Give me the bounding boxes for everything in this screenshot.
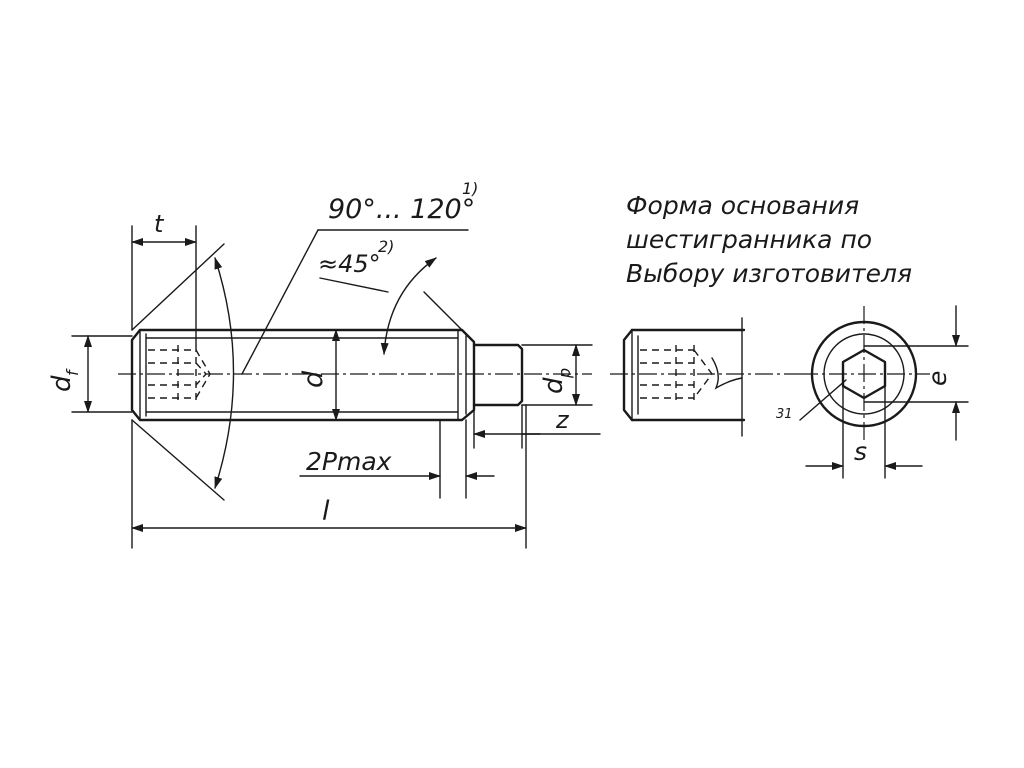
label-31: 31: [776, 407, 793, 422]
label-dp: d: [539, 377, 569, 394]
note-line-1: Форма основания: [626, 191, 859, 220]
label-df: d: [47, 375, 77, 392]
label-2pmax: 2Pmax: [306, 447, 392, 476]
note-line-2: шестигранника по: [626, 225, 872, 254]
screw-side-view: [118, 328, 592, 422]
chamfer-angle-construction: [319, 257, 463, 355]
label-l: l: [322, 496, 330, 527]
dimension-dp: [521, 344, 593, 406]
screw-end-view: [800, 306, 930, 442]
label-chamfer-angle-note: 2): [378, 237, 394, 256]
hex-socket-hidden: [148, 345, 211, 400]
dimension-z: [473, 404, 601, 449]
label-z: z: [555, 406, 570, 434]
label-df-group: d f: [47, 368, 82, 392]
label-dp-sub: p: [555, 368, 574, 379]
dimension-e: [863, 305, 969, 441]
label-t: t: [154, 210, 165, 238]
label-s: s: [854, 437, 867, 466]
label-d-group: d: [298, 370, 329, 388]
label-d: d: [298, 370, 329, 388]
label-dp-group: d p: [539, 368, 574, 394]
dimension-l: [131, 404, 527, 549]
dimension-t: [131, 225, 197, 346]
label-e: e: [923, 371, 952, 386]
dimension-df: [71, 335, 133, 413]
dimension-s: [805, 385, 923, 479]
socket-base-detail-view: [610, 317, 800, 437]
tip-angle-construction: [131, 229, 469, 501]
leader-31: [799, 379, 847, 421]
label-df-sub: f: [63, 368, 82, 376]
note-line-3: Выбору изготовителя: [626, 259, 912, 288]
label-chamfer-angle: ≈45°: [318, 250, 381, 278]
label-tip-angle: 90°... 120°: [328, 194, 475, 225]
dimension-2pmax: [299, 419, 495, 499]
dog-point: [472, 343, 524, 407]
screw-body-outline: [130, 328, 476, 422]
label-e-group: e: [923, 371, 952, 386]
label-tip-angle-note: 1): [462, 179, 478, 198]
